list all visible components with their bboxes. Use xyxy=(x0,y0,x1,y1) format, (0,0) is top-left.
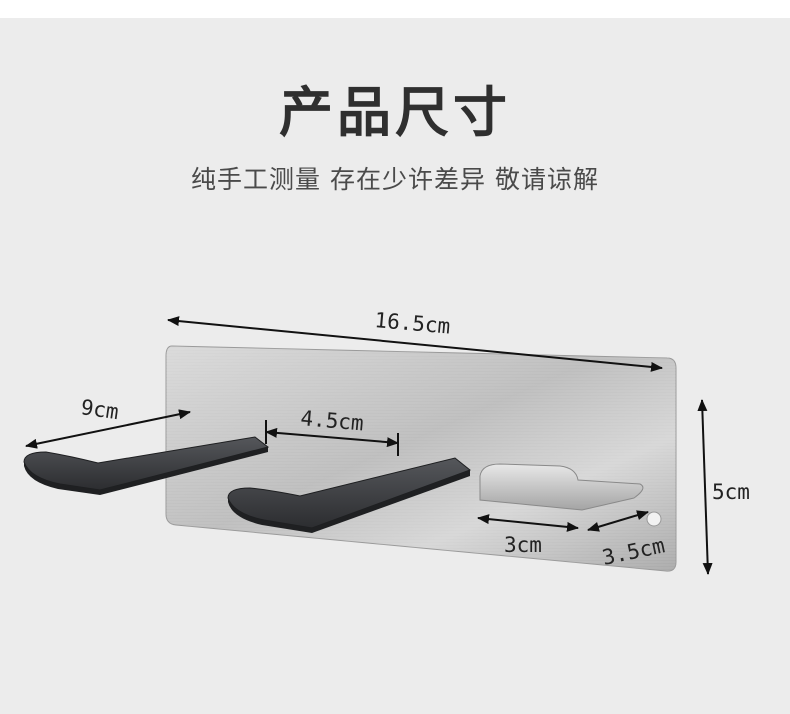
overall-length-label: 16.5cm xyxy=(374,308,452,339)
mounting-plate xyxy=(165,345,677,572)
small-hook-width-label: 3cm xyxy=(504,533,542,557)
height-label: 5cm xyxy=(712,480,750,504)
hook-middle xyxy=(227,457,472,533)
page-subtitle: 纯手工测量 存在少许差异 敬请谅解 xyxy=(191,165,599,194)
page-title: 产品尺寸 xyxy=(279,81,511,144)
hook-left xyxy=(23,436,270,495)
hook-gap-label: 4.5cm xyxy=(300,406,365,435)
hook-small xyxy=(479,463,644,511)
top-strip xyxy=(0,0,790,18)
hook-length-label: 9cm xyxy=(79,395,120,424)
screw-hole-icon xyxy=(646,511,662,527)
